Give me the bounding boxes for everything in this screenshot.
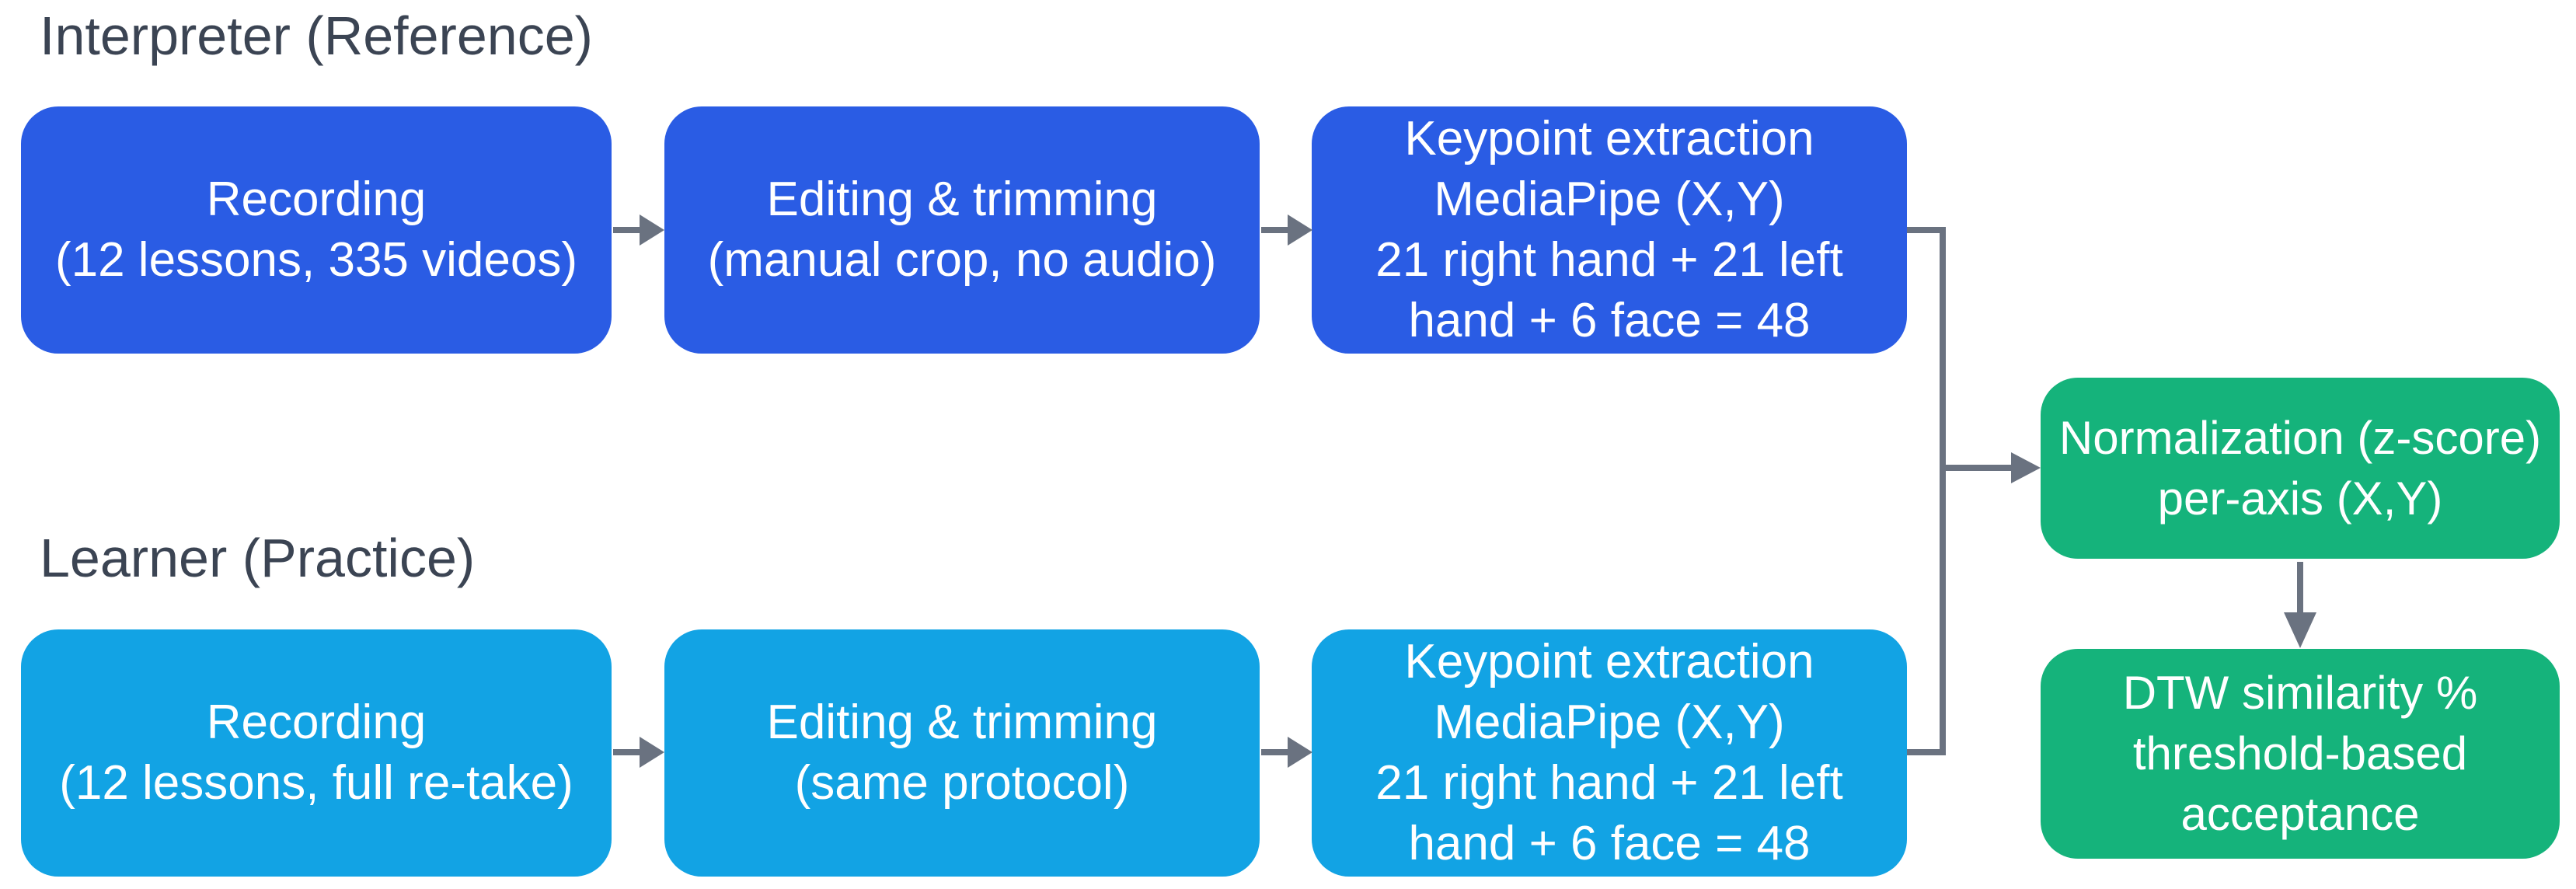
- arrow-stem: [613, 227, 641, 233]
- connector-top-stub: [1907, 227, 1946, 233]
- node-line: Recording: [206, 173, 427, 226]
- node-ref-recording: Recording (12 lessons, 335 videos): [21, 106, 612, 354]
- node-line: 21 right hand + 21 left: [1375, 233, 1843, 287]
- node-line: Editing & trimming: [766, 696, 1158, 749]
- node-line: Editing & trimming: [766, 173, 1158, 226]
- arrow-stem: [1261, 749, 1289, 755]
- connector-bottom-stub: [1907, 749, 1946, 755]
- node-normalization: Normalization (z-score) per-axis (X,Y): [2041, 378, 2560, 559]
- arrow-stem: [1261, 227, 1289, 233]
- connector-branch-stem: [1940, 465, 2011, 471]
- node-line: DTW similarity %: [2122, 667, 2478, 719]
- node-learner-keypoint: Keypoint extraction MediaPipe (X,Y) 21 r…: [1312, 629, 1907, 877]
- node-dtw-similarity: DTW similarity % threshold-based accepta…: [2041, 649, 2560, 859]
- arrow-right-icon: [1288, 737, 1312, 768]
- arrow-right-icon: [1288, 214, 1312, 246]
- node-line: Normalization (z-score): [2058, 411, 2542, 464]
- node-line: acceptance: [2180, 788, 2420, 840]
- connector-vertical-line: [1940, 227, 1946, 755]
- arrow-right-icon: [640, 214, 664, 246]
- node-line: (manual crop, no audio): [707, 233, 1217, 287]
- node-line: Recording: [206, 696, 427, 749]
- node-line: per-axis (X,Y): [2157, 472, 2443, 525]
- node-line: threshold-based: [2132, 727, 2468, 779]
- node-line: MediaPipe (X,Y): [1434, 696, 1785, 749]
- arrow-right-icon: [2011, 452, 2041, 483]
- node-line: Keypoint extraction: [1404, 635, 1814, 689]
- heading-learner-practice: Learner (Practice): [40, 528, 476, 588]
- node-line: (12 lessons, full re-take): [59, 756, 573, 810]
- node-line: (12 lessons, 335 videos): [54, 233, 578, 287]
- node-line: (same protocol): [794, 756, 1130, 810]
- heading-interpreter-reference: Interpreter (Reference): [40, 5, 593, 66]
- node-learner-recording: Recording (12 lessons, full re-take): [21, 629, 612, 877]
- node-line: hand + 6 face = 48: [1408, 817, 1811, 870]
- node-line: MediaPipe (X,Y): [1434, 173, 1785, 226]
- node-ref-keypoint: Keypoint extraction MediaPipe (X,Y) 21 r…: [1312, 106, 1907, 354]
- arrow-down-icon: [2284, 612, 2316, 648]
- node-line: Keypoint extraction: [1404, 112, 1814, 166]
- arrow-stem: [613, 749, 641, 755]
- node-learner-editing: Editing & trimming (same protocol): [664, 629, 1260, 877]
- node-line: 21 right hand + 21 left: [1375, 756, 1843, 810]
- node-ref-editing: Editing & trimming (manual crop, no audi…: [664, 106, 1260, 354]
- arrow-right-icon: [640, 737, 664, 768]
- node-line: hand + 6 face = 48: [1408, 294, 1811, 347]
- arrow-stem: [2297, 562, 2303, 613]
